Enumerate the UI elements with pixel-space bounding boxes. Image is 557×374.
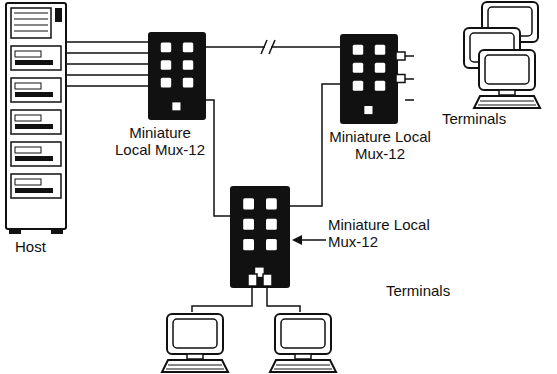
node-label: Terminals [386, 282, 476, 299]
connector-line [206, 40, 340, 54]
node-label: Terminals [442, 110, 542, 127]
leader-arrowhead [292, 235, 302, 245]
terminal-group-icon [158, 312, 348, 372]
connector-line [206, 100, 230, 216]
node-label: Miniature Local Mux-12 [110, 124, 210, 158]
mux-unit-icon [340, 34, 398, 124]
node-label: Host [15, 238, 75, 255]
mux-unit-icon [230, 186, 290, 302]
connector-line [192, 288, 300, 312]
terminal-group-icon [414, 0, 552, 108]
node-label: Miniature Local Mux-12 [328, 128, 432, 162]
mux-unit: Miniature Local Mux-12 [230, 186, 290, 302]
terminal-group: Terminals [158, 312, 348, 372]
mux-unit: Miniature Local Mux-12 [148, 32, 206, 120]
connector-line [67, 42, 148, 86]
host-computer: Host [5, 2, 67, 234]
mux-unit: Miniature Local Mux-12 [340, 34, 398, 124]
connector-line [405, 56, 414, 100]
host-computer-icon [5, 2, 67, 234]
mux-unit-icon [148, 32, 206, 120]
terminal-group: Terminals [414, 0, 552, 108]
node-label: Miniature Local Mux-12 [328, 216, 452, 250]
leader-line [298, 239, 326, 241]
